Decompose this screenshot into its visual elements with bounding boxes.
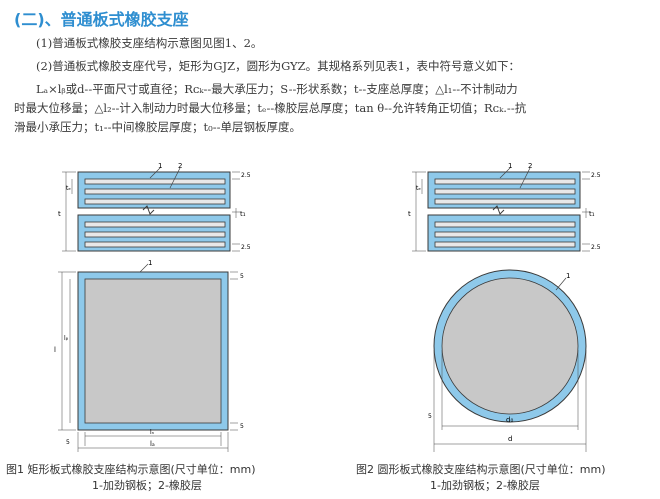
fig1-dim-5-left: 5 xyxy=(66,439,70,446)
paragraph-3: Lₐ×lᵦ或d--平面尺寸或直径；Rᴄₖ--最大承压力；S--形状系数；t--支… xyxy=(36,82,518,96)
figure-2-legend: 1-加劲钢板；2-橡胶层 xyxy=(430,479,540,492)
fig2-dim-top: 2.5 xyxy=(591,172,601,179)
paragraph-5: 滑最小承压力；t₁--中间橡胶层厚度；t₀--单层钢板厚度。 xyxy=(14,120,302,134)
paragraph-1: (1)普通板式橡胶支座结构示意图见图1、2。 xyxy=(36,36,263,50)
fig1-dim-la: lₐ xyxy=(150,440,155,448)
fig1-dim-t: t xyxy=(58,210,61,218)
fig2-dim-d0: d₀ xyxy=(506,416,513,424)
fig2-callout-2: 2 xyxy=(528,162,532,170)
fig2-dim-bottom: 2.5 xyxy=(591,244,601,251)
fig1-dim-lb: lₙ xyxy=(150,429,155,436)
fig1-dim-te: tₑ xyxy=(66,185,71,192)
fig1-callout-2: 2 xyxy=(178,162,182,170)
figure-2-plan: 1 d₀ d 5 xyxy=(428,269,587,452)
fig2-dim-d: d xyxy=(508,435,512,443)
fig1-dim-left-lb: lᵦ xyxy=(64,335,69,342)
fig2-dim-t1: t₁ xyxy=(589,210,595,218)
fig1-dim-t1: t₁ xyxy=(240,210,246,218)
figure-1-caption: 图1 矩形板式橡胶支座结构示意图(尺寸单位：mm) xyxy=(6,463,256,476)
figure-1-section: 1 2 2.5 2.5 t₁ t tₑ xyxy=(58,162,251,252)
fig2-dim-5: 5 xyxy=(428,413,432,420)
figures-svg: 1 2 2.5 2.5 t₁ t tₑ 1 5 5 l xyxy=(54,162,601,452)
fig1-dim-5-bottom: 5 xyxy=(240,423,244,430)
fig1-dim-top: 2.5 xyxy=(241,172,251,179)
fig1-dim-left-l: l xyxy=(54,346,56,354)
fig2-plan-callout: 1 xyxy=(566,272,570,280)
fig1-dim-5-top: 5 xyxy=(240,273,244,280)
paragraph-2: (2)普通板式橡胶支座代号，矩形为GJZ，圆形为GYZ。其规格系列见表1，表中符… xyxy=(36,59,520,73)
figure-1-legend: 1-加劲钢板；2-橡胶层 xyxy=(92,479,202,492)
fig2-dim-t: t xyxy=(408,210,411,218)
section-heading: (二)、普通板式橡胶支座 xyxy=(14,10,189,29)
fig2-callout-1: 1 xyxy=(508,162,512,170)
figure-1-plan: 1 5 5 l lᵦ lₙ lₐ 5 xyxy=(54,259,244,452)
paragraph-4: 时最大位移量；△l₂--计入制动力时最大位移量；tₑ--橡胶层总厚度；tan θ… xyxy=(14,101,527,115)
figure-2-caption: 图2 圆形板式橡胶支座结构示意图(尺寸单位：mm) xyxy=(356,463,606,476)
fig1-callout-1: 1 xyxy=(158,162,162,170)
figure-2-section: 1 2 2.5 2.5 t₁ t tₑ xyxy=(408,162,601,252)
fig2-dim-te: tₑ xyxy=(416,185,421,192)
fig1-plan-callout: 1 xyxy=(148,259,152,267)
fig1-dim-bottom: 2.5 xyxy=(241,244,251,251)
